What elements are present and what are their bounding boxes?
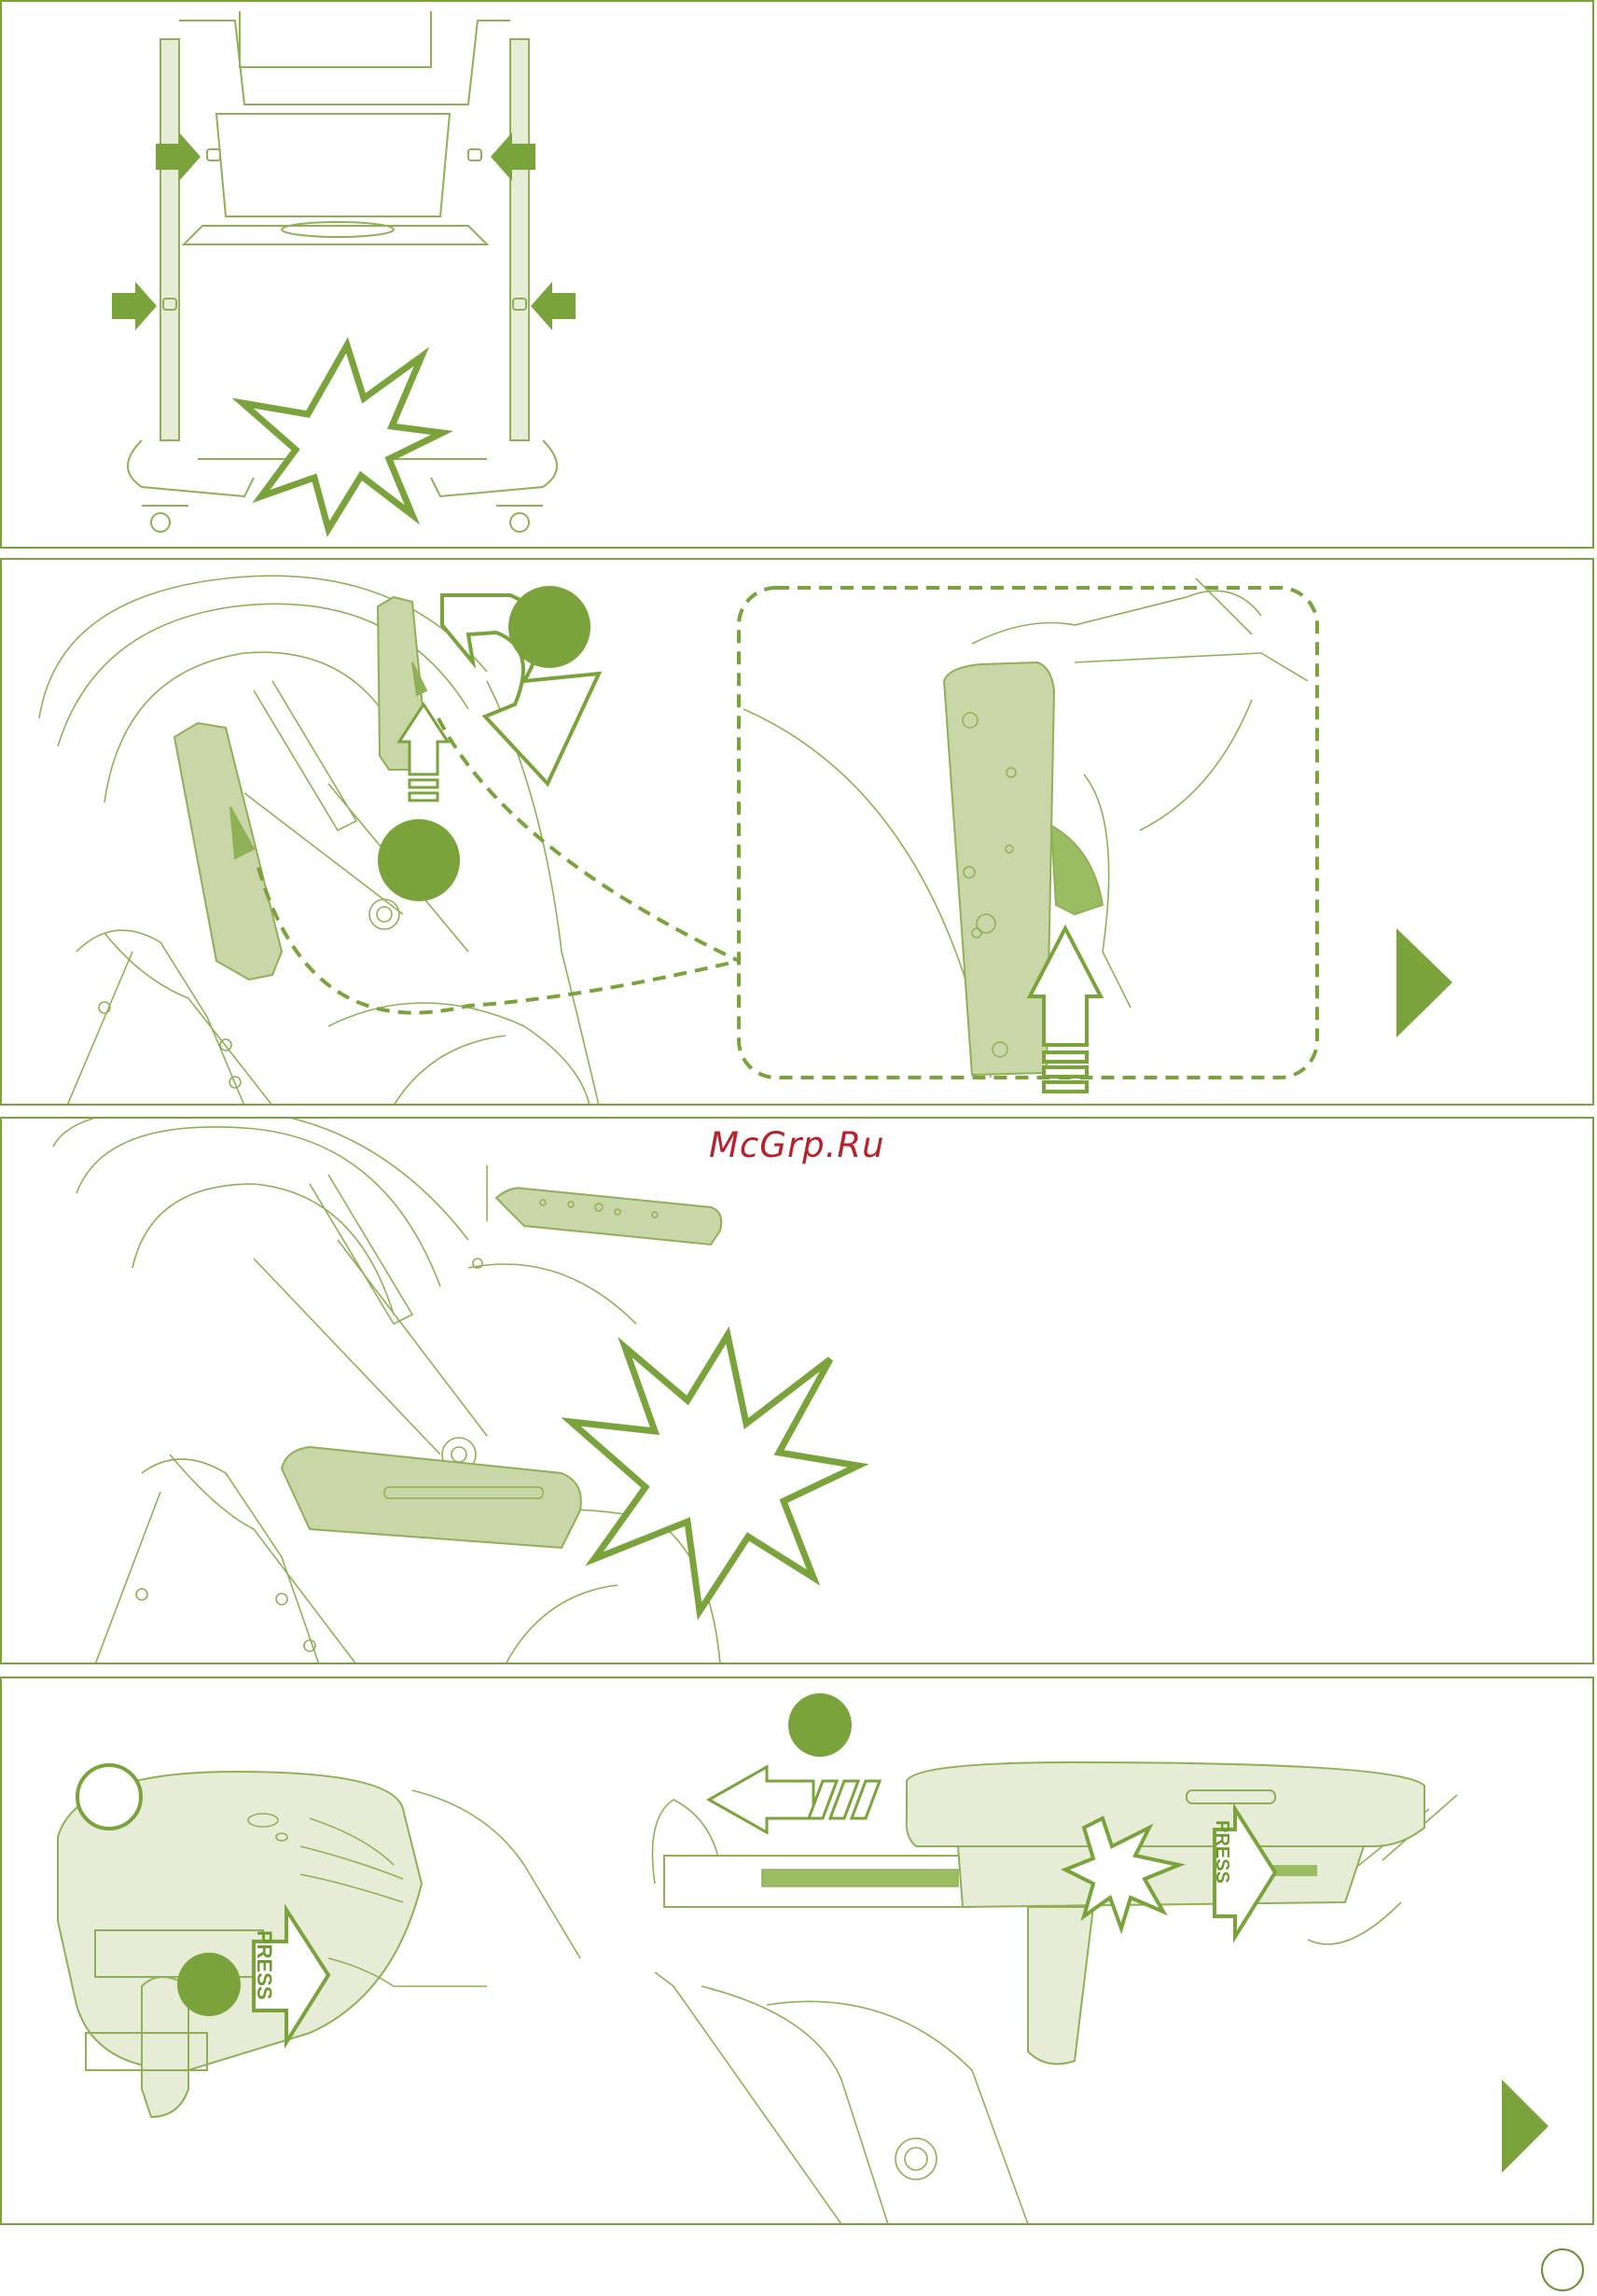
step-panel-4: PRESS PRESS <box>0 1677 1594 2225</box>
next-step-triangle-icon <box>1396 928 1452 1037</box>
press-label: PRESS <box>253 1930 276 2000</box>
next-step-triangle-icon <box>1502 2080 1548 2173</box>
click-starburst-icon <box>571 1335 858 1611</box>
step-marker-icon <box>177 1953 241 2016</box>
pull-arrow-icon <box>709 1767 880 1832</box>
step-panel-1 <box>0 0 1594 549</box>
tray-release-illustration: PRESS PRESS <box>2 1678 1594 2225</box>
step-marker-icon <box>378 819 460 901</box>
armrest-release-illustration <box>2 560 1594 1106</box>
watermark: McGrp.Ru <box>709 1125 885 1165</box>
step-panel-3 <box>0 1117 1594 1664</box>
chair-front-illustration <box>2 2 1594 549</box>
armrest-removed-illustration <box>2 1119 1594 1664</box>
click-starburst-icon <box>243 345 442 529</box>
zoom-connector <box>258 868 739 1013</box>
press-label: PRESS <box>1212 1820 1232 1884</box>
step-marker-outline-icon <box>77 1765 141 1829</box>
step-marker-icon <box>508 586 590 668</box>
inward-arrows-icon <box>112 132 576 330</box>
step-panel-2 <box>0 558 1594 1106</box>
page-number-circle <box>1541 2248 1584 2291</box>
step-marker-icon <box>788 1693 852 1757</box>
